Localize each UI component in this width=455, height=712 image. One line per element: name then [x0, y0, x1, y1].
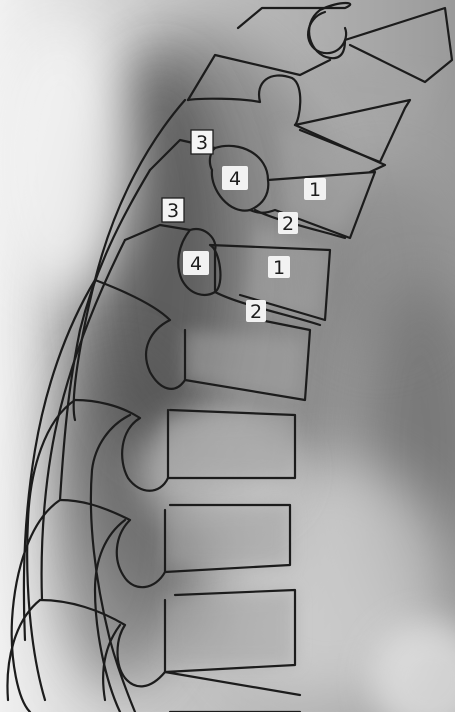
label-4-lower: 4 [190, 253, 202, 275]
label-2-upper: 2 [282, 213, 294, 235]
label-2-lower: 2 [250, 301, 262, 323]
label-1-lower: 1 [273, 257, 285, 279]
label-1-upper: 1 [309, 179, 321, 201]
label-3-lower: 3 [167, 200, 179, 222]
label-4-upper: 4 [229, 168, 241, 190]
label-3-upper: 3 [196, 132, 208, 154]
